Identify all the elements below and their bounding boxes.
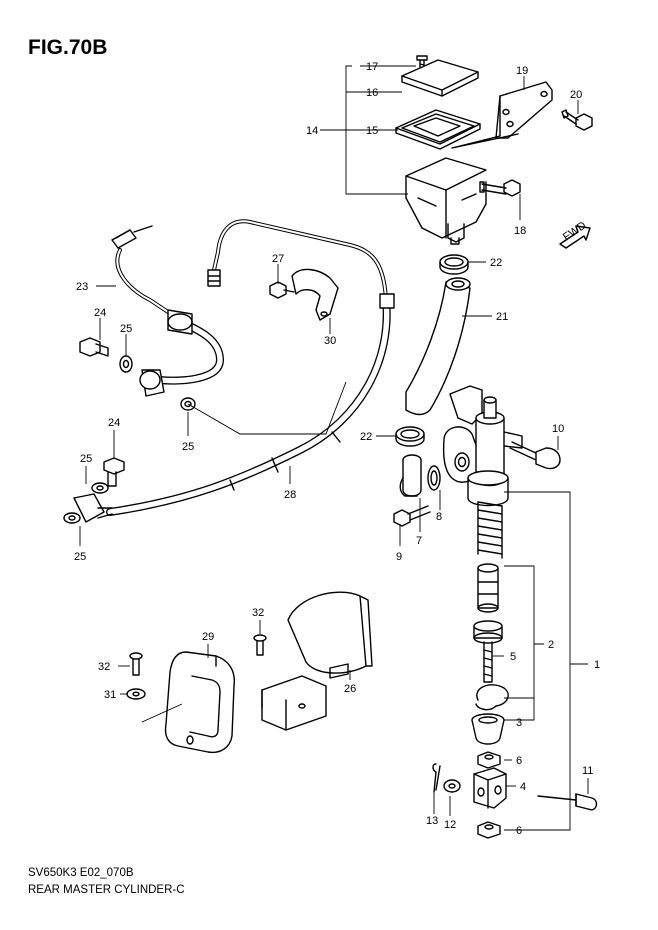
callout-32-right: 32	[252, 607, 264, 619]
callout-22-lower: 22	[360, 431, 372, 443]
spring	[477, 501, 503, 559]
bracket-bolt-18	[479, 179, 521, 197]
bolt-10	[509, 441, 561, 470]
figure-title: FIG.70B	[28, 36, 107, 59]
callout-24-lower: 24	[108, 417, 120, 429]
callout-19: 19	[516, 65, 528, 77]
callout-27: 27	[272, 253, 284, 265]
hose-clamp-upper	[439, 254, 469, 275]
gasket-25-lower-a	[91, 482, 109, 494]
callout-29: 29	[202, 631, 214, 643]
boot-3	[471, 713, 505, 745]
bracket-bolt-20	[561, 109, 593, 131]
callout-25-lower-b: 25	[74, 551, 86, 563]
callout-6-upper: 6	[516, 755, 522, 767]
o-ring-8	[427, 465, 441, 491]
callout-10: 10	[552, 423, 564, 435]
cover-26	[261, 591, 373, 731]
callout-15: 15	[366, 125, 378, 137]
cotter-pin-13	[432, 763, 441, 793]
master-cylinder-body	[442, 385, 523, 507]
diagram-caption: REAR MASTER CYLINDER-C	[28, 884, 185, 896]
model-code: SV650K3 E02_070B	[28, 867, 134, 879]
nut-6-lower	[477, 821, 501, 839]
screw-32-right	[253, 634, 267, 656]
reservoir-hose-21	[405, 277, 471, 416]
bolt-27	[269, 281, 295, 299]
callout-7: 7	[416, 535, 422, 547]
reservoir-diaphragm	[395, 109, 481, 150]
washer-31	[126, 688, 146, 700]
callout-25-lower-a: 25	[80, 453, 92, 465]
screw-9	[393, 505, 431, 527]
callout-5: 5	[510, 651, 516, 663]
callout-9: 9	[396, 551, 402, 563]
brake-hose-28	[73, 219, 395, 523]
callout-23: 23	[76, 281, 88, 293]
hose-clamp-30	[291, 268, 339, 321]
callout-21: 21	[496, 311, 508, 323]
gasket-25-lower-b	[63, 512, 81, 524]
union-fitting-7	[399, 454, 422, 497]
callout-17: 17	[366, 61, 378, 73]
callout-16: 16	[366, 87, 378, 99]
piston-assembly	[477, 563, 499, 613]
callout-18: 18	[514, 225, 526, 237]
clevis-4	[473, 767, 507, 809]
brake-pipe-23	[111, 225, 224, 397]
callout-25-mid: 25	[182, 441, 194, 453]
gasket-25-upper	[119, 355, 133, 373]
callout-30: 30	[324, 335, 336, 347]
callout-24-upper: 24	[94, 307, 106, 319]
callout-32-left: 32	[98, 661, 110, 673]
callout-31: 31	[104, 689, 116, 701]
callout-26: 26	[344, 683, 356, 695]
callout-28: 28	[284, 489, 296, 501]
nut-6-upper	[477, 751, 501, 769]
heel-guard-29	[164, 651, 235, 754]
fwd-arrow-icon: FWD	[559, 220, 591, 249]
callout-6-lower: 6	[516, 825, 522, 837]
washer-12	[443, 779, 461, 793]
callout-25-upper: 25	[120, 323, 132, 335]
screw-32-left	[129, 652, 143, 676]
push-rod-5	[473, 620, 503, 683]
circlip	[475, 684, 509, 711]
callout-22-upper: 22	[490, 257, 502, 269]
callout-13: 13	[426, 815, 438, 827]
union-bolt-24-lower	[103, 457, 125, 487]
leader-lines	[79, 65, 589, 831]
callout-labels: 17 16 14 15 19 20 18 22 21 22 10 1 2 5 3…	[74, 61, 600, 837]
callout-11: 11	[582, 765, 593, 777]
union-bolt-24-upper	[79, 337, 109, 357]
callout-2: 2	[548, 639, 554, 651]
callout-8: 8	[436, 511, 442, 523]
pin-11	[537, 793, 598, 811]
callout-12: 12	[444, 819, 456, 831]
callout-14: 14	[306, 125, 318, 137]
reservoir-bracket	[451, 81, 553, 149]
callout-4: 4	[520, 781, 526, 793]
reservoir-cap	[401, 59, 479, 97]
reservoir-tank	[405, 157, 487, 245]
callout-20: 20	[570, 89, 582, 101]
callout-3: 3	[516, 717, 522, 729]
callout-1: 1	[594, 659, 600, 671]
hose-clamp-lower	[395, 426, 425, 447]
